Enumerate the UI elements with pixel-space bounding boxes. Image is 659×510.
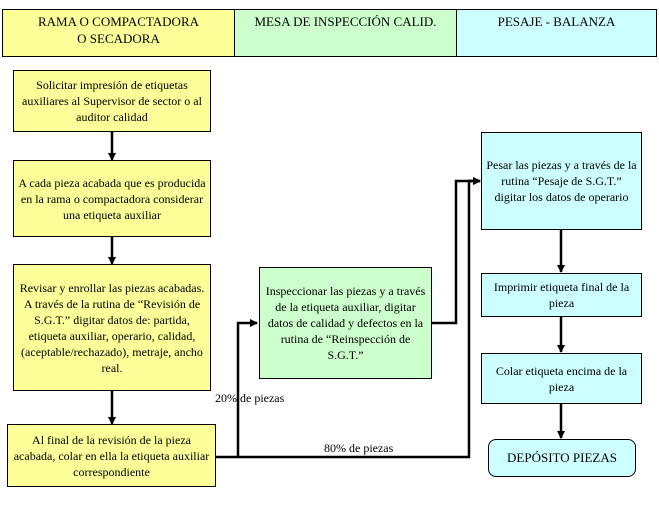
label-20-pct: 20% de piezas <box>215 391 285 405</box>
step-inspeccionar-piezas: Inspeccionar las piezas y a través de la… <box>259 267 432 379</box>
arrow-20pct-to-inspeccionar <box>216 319 258 459</box>
swimlane-header-mesa-inspeccion: MESA DE INSPECCIÓN CALID. <box>234 9 457 57</box>
terminal-deposito-piezas: DEPÓSITO PIEZAS <box>488 439 636 477</box>
arrow-inspeccionar-to-pesar <box>432 177 481 325</box>
step-imprimir-etiqueta-final: Imprimir etiqueta final de la pieza <box>481 273 642 317</box>
step-solicitar-etiquetas: Solicitar impresión de etiquetas auxilia… <box>13 70 211 132</box>
step-revisar-enrollar: Revisar y enrollar las piezas acabadas. … <box>13 264 211 391</box>
swimlane-header-pesaje: PESAJE - BALANZA <box>456 9 657 57</box>
step-pesar-piezas: Pesar las piezas y a través de la rutina… <box>481 132 642 230</box>
step-colar-etiqueta-encima: Colar etiqueta encima de la pieza <box>481 353 642 404</box>
step-colar-etiqueta-auxiliar: Al final de la revisión de la pieza acab… <box>7 424 216 487</box>
step-considerar-etiqueta: A cada pieza acabada que es producida en… <box>13 160 211 237</box>
swimlane-header-rama: RAMA O COMPACTADORA O SECADORA <box>2 9 235 57</box>
label-80-pct: 80% de piezas <box>324 441 394 455</box>
